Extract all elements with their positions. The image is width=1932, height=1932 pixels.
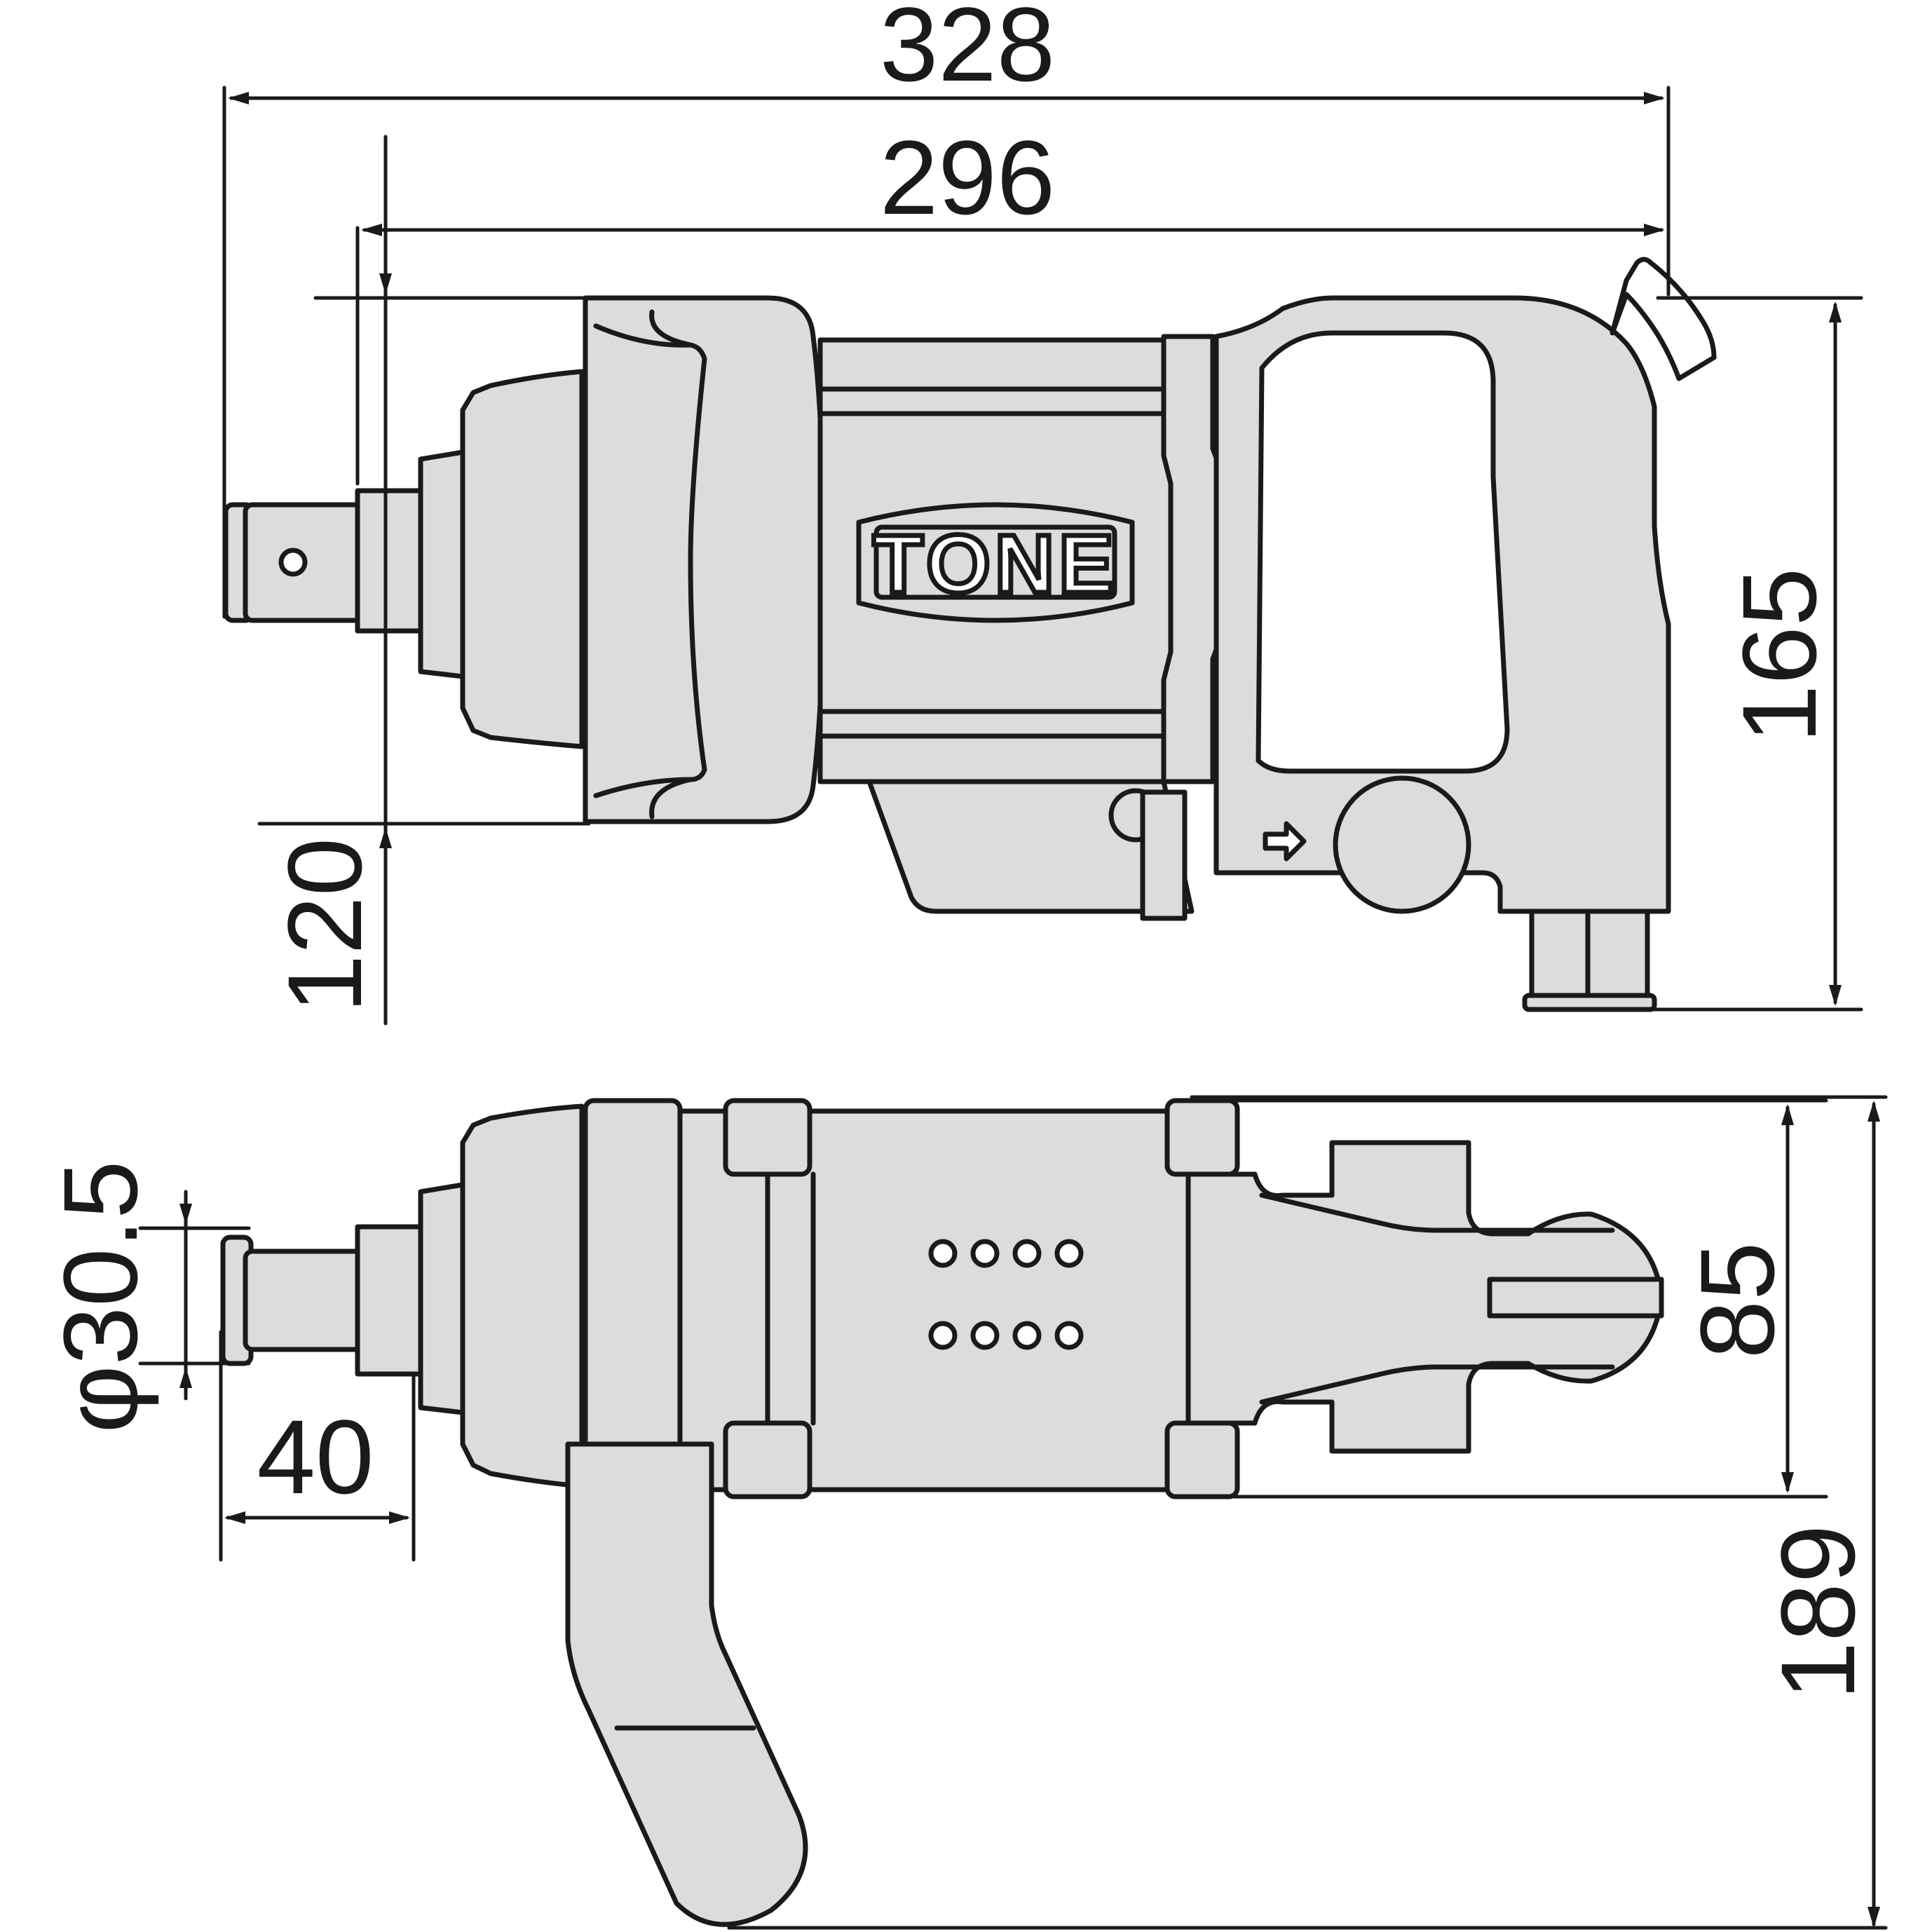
top-block-front-top	[723, 1098, 812, 1177]
top-anvil-collar	[355, 1224, 423, 1377]
side-grip-opening	[1256, 330, 1510, 774]
top-block-rear-bottom	[1164, 1420, 1240, 1499]
logo-text: TONE	[873, 518, 1118, 611]
top-nose-front	[418, 1182, 465, 1415]
top-vent-hole	[970, 1321, 1000, 1350]
dim-body-length: 296	[880, 118, 1055, 236]
top-vent-hole	[928, 1321, 958, 1350]
side-reverse-knob	[1333, 775, 1471, 914]
top-side-handle	[565, 1441, 808, 1927]
top-vent-hole	[970, 1239, 1000, 1268]
top-vent-hole	[1012, 1321, 1042, 1350]
side-trigger-stem	[1140, 789, 1188, 921]
top-view	[220, 1098, 1664, 1927]
top-anvil-body	[243, 1249, 367, 1352]
top-vent-hole	[1054, 1321, 1084, 1350]
side-logo-frame	[873, 524, 1117, 600]
top-housing	[579, 1108, 1195, 1492]
side-view: TONE	[223, 257, 1717, 1012]
top-block-front-bottom	[723, 1420, 812, 1499]
top-inlet-slot	[1487, 1277, 1664, 1319]
dim-body-width: 85	[1678, 1242, 1796, 1359]
side-nose-front	[418, 449, 465, 679]
top-vent-hole	[1054, 1239, 1084, 1268]
top-block-rear-top	[1164, 1098, 1240, 1177]
top-taper-upper	[1259, 1192, 1615, 1233]
side-nose-rear	[460, 369, 585, 749]
side-direction-arrow-icon	[1263, 821, 1307, 862]
side-case-notch-top	[649, 309, 693, 348]
dimension-lines: 328 296 165 120 φ30.5 40	[41, 0, 1888, 1930]
dim-handle-depth: 189	[1759, 1525, 1877, 1700]
side-logo-plate	[856, 502, 1135, 623]
side-anvil-collar	[355, 488, 423, 634]
dim-overall-length: 328	[880, 0, 1055, 103]
side-hang-hook	[1610, 257, 1717, 381]
top-taper-lower	[1259, 1364, 1615, 1405]
dim-anvil-diameter: φ30.5	[41, 1160, 159, 1433]
side-anvil-pin	[278, 547, 308, 577]
top-nose-rear	[460, 1103, 585, 1489]
side-case-notch-bottom	[649, 777, 693, 819]
top-vent-hole	[1012, 1239, 1042, 1268]
dim-center-height: 120	[266, 838, 383, 1013]
dim-anvil-length: 40	[257, 1398, 374, 1516]
dim-height: 165	[1720, 568, 1838, 743]
top-vent-hole	[928, 1239, 958, 1268]
side-inlet-cap	[1522, 993, 1657, 1012]
side-rear-flange	[1161, 334, 1226, 784]
